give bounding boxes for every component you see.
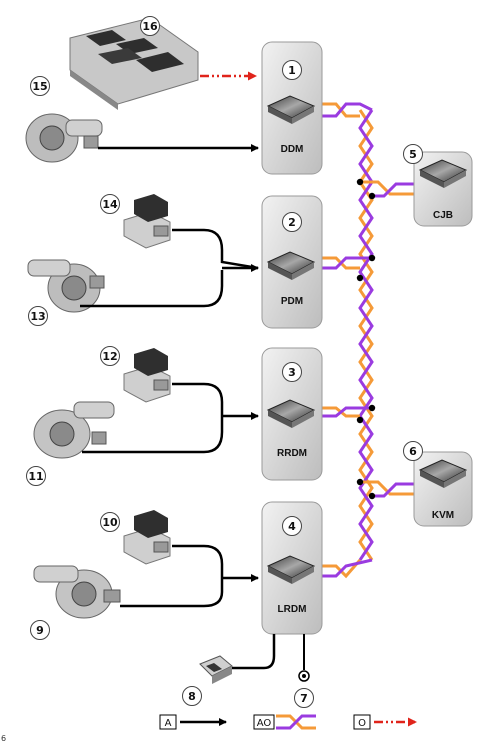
corner-mark: 6 (1, 734, 6, 743)
cjb-label: CJB (433, 210, 453, 221)
switch-12-illustration (123, 348, 171, 403)
legend-o-label: O (358, 718, 366, 729)
module-rrdm (261, 347, 323, 481)
callouts: 1 2 3 4 5 6 7 8 9 10 11 12 13 14 15 16 (26, 16, 423, 708)
rrdm-label: RRDM (277, 448, 307, 459)
svg-text:3: 3 (288, 366, 296, 379)
svg-text:11: 11 (28, 470, 43, 483)
pdm-label: PDM (281, 296, 303, 307)
callout-11: 11 (26, 466, 46, 486)
callout-2: 2 (282, 212, 302, 232)
switch-14-illustration (123, 194, 171, 249)
splice-points (356, 178, 376, 500)
hardwire-connections (80, 144, 305, 670)
module-lrdm (261, 501, 323, 635)
legend-a-label: A (165, 718, 172, 729)
kvm-label: KVM (432, 510, 454, 521)
svg-text:10: 10 (102, 516, 118, 529)
callout-12: 12 (100, 346, 120, 366)
fuse-8-illustration (199, 655, 233, 684)
legend-hardwire: A (159, 714, 227, 730)
switch-10-illustration (123, 510, 171, 565)
callout-14: 14 (100, 194, 120, 214)
module-kvm (413, 451, 473, 527)
svg-text:2: 2 (288, 216, 296, 229)
window-motor-11-illustration (33, 401, 115, 459)
svg-text:15: 15 (32, 80, 47, 93)
svg-text:4: 4 (288, 520, 296, 533)
callout-15: 15 (30, 76, 50, 96)
legend-lin-bus: O (353, 714, 417, 730)
module-ddm (261, 41, 323, 175)
window-switch-pack-illustration (69, 17, 199, 110)
legend-ao-label: AO (257, 718, 272, 729)
module-pdm (261, 195, 323, 329)
callout-7: 7 (294, 688, 314, 708)
svg-text:12: 12 (102, 350, 117, 363)
ground-7-icon (298, 670, 310, 682)
svg-text:16: 16 (142, 20, 158, 33)
window-motor-15-illustration (25, 113, 103, 163)
module-cjb (413, 151, 473, 227)
svg-text:5: 5 (409, 148, 417, 161)
callout-9: 9 (30, 620, 50, 640)
callout-4: 4 (282, 516, 302, 536)
callout-10: 10 (100, 512, 120, 532)
legend: A AO O (159, 714, 417, 730)
callout-5: 5 (403, 144, 423, 164)
lrdm-label: LRDM (278, 604, 307, 615)
callout-16: 16 (140, 16, 160, 36)
svg-text:9: 9 (36, 624, 44, 637)
callout-13: 13 (28, 306, 48, 326)
window-motor-9-illustration (33, 565, 121, 619)
svg-text:6: 6 (409, 445, 417, 458)
ddm-label: DDM (281, 144, 304, 155)
callout-8: 8 (182, 686, 202, 706)
window-motor-13-illustration (27, 259, 105, 313)
legend-can-bus: AO (253, 714, 316, 730)
callout-6: 6 (403, 441, 423, 461)
callout-3: 3 (282, 362, 302, 382)
svg-text:13: 13 (30, 310, 45, 323)
svg-text:8: 8 (188, 690, 196, 703)
callout-1: 1 (282, 60, 302, 80)
svg-text:14: 14 (102, 198, 118, 211)
can-bus-twisted-pair (322, 102, 414, 579)
svg-text:7: 7 (300, 692, 308, 705)
svg-text:1: 1 (288, 64, 296, 77)
